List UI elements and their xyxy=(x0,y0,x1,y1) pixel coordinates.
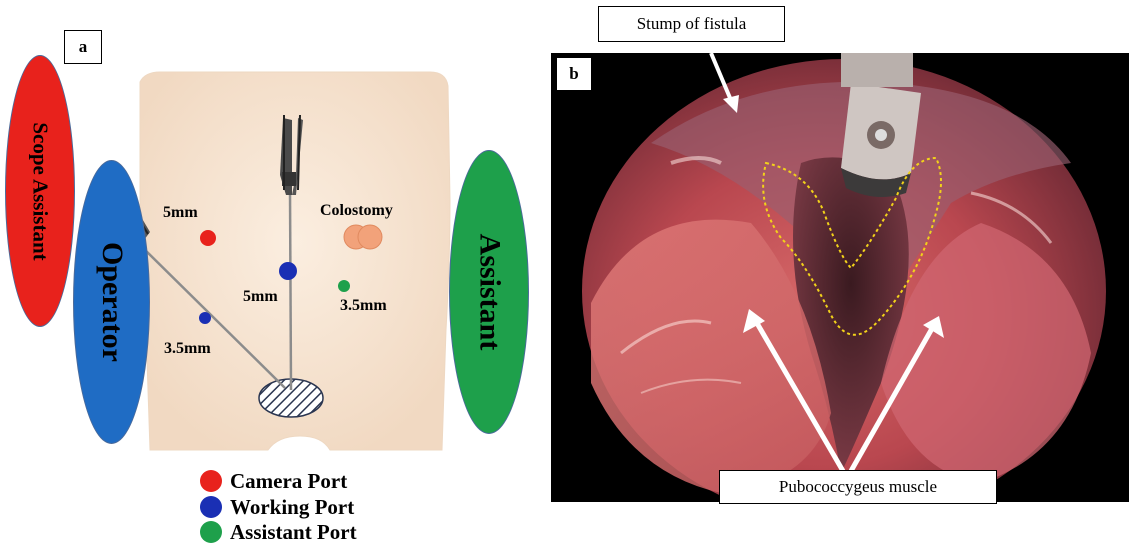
working-port-legend-dot xyxy=(200,496,222,518)
scope-assistant-label: Scope Assistant xyxy=(28,122,53,260)
working-port-legend-label: Working Port xyxy=(230,495,354,520)
colostomy-circle-2 xyxy=(358,225,382,249)
camera-port-size: 5mm xyxy=(163,204,198,222)
assistant-ellipse: Assistant xyxy=(449,150,529,434)
assistant-port-legend-dot xyxy=(200,521,222,543)
colostomy-label: Colostomy xyxy=(320,202,393,220)
endoscopic-image xyxy=(551,53,1129,502)
working-port-center-dot xyxy=(279,262,297,280)
pubococcygeus-callout: Pubococcygeus muscle xyxy=(719,470,997,504)
assistant-port-size: 3.5mm xyxy=(340,297,387,315)
endoscope-instrument-icon xyxy=(841,53,921,197)
working-port-left-dot xyxy=(199,312,211,324)
camera-port-dot xyxy=(200,230,216,246)
legend-camera-port: Camera Port xyxy=(200,468,347,494)
panel-a-label: a xyxy=(64,30,102,64)
center-instrument-shaft xyxy=(290,190,291,390)
camera-port-legend-dot xyxy=(200,470,222,492)
working-port-left-size: 3.5mm xyxy=(164,340,211,358)
panel-b: b Pubococcygeus muscle xyxy=(551,53,1129,502)
assistant-port-legend-label: Assistant Port xyxy=(230,520,357,545)
scope-assistant-ellipse: Scope Assistant xyxy=(5,55,75,327)
working-port-center-size: 5mm xyxy=(243,288,278,306)
assistant-port-dot xyxy=(338,280,350,292)
operator-label: Operator xyxy=(95,242,129,362)
camera-port-legend-label: Camera Port xyxy=(230,469,347,494)
assistant-label: Assistant xyxy=(472,234,506,351)
legend-assistant-port: Assistant Port xyxy=(200,519,357,545)
panel-b-label: b xyxy=(556,57,592,91)
operator-ellipse: Operator xyxy=(73,160,150,444)
stump-of-fistula-callout: Stump of fistula xyxy=(598,6,785,42)
legend-working-port: Working Port xyxy=(200,494,354,520)
panel-a: a Scope Assistant Operator Assistant 5mm… xyxy=(0,0,540,545)
